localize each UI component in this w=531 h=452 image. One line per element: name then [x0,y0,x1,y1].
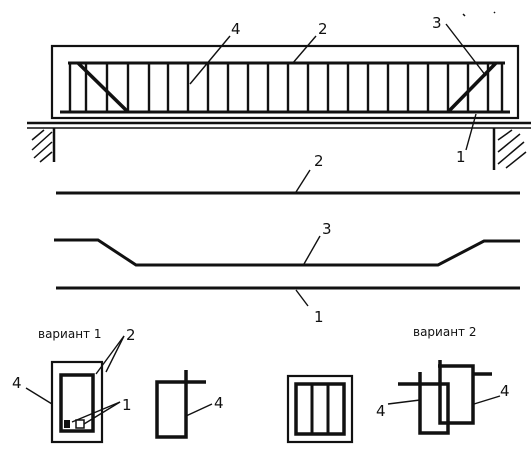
callout-4-v1b: 4 [214,394,224,412]
section-concrete [50,360,104,444]
callout-4-v2b: 4 [500,382,510,400]
callout-2-v1: 2 [126,326,136,344]
stirrup-shape-v2 [398,360,492,435]
bent-bar-right [446,61,498,114]
bar-3-bent [54,238,520,267]
left-support [31,128,56,163]
beam-outline [50,44,520,120]
callout-2-top: 2 [318,20,328,38]
variant-1-caption: вариант 1 [38,327,101,341]
section2-inner [294,382,346,436]
callout-4-v1a: 4 [12,374,22,392]
section-stirrup [59,373,95,433]
top-leaders [189,23,487,151]
variant-2: вариант 2 4 4 [286,325,510,444]
bent-bar-left [76,61,130,114]
callout-4-top: 4 [231,20,241,38]
callout-3-top: 3 [432,14,442,32]
section-bar-2 [75,419,85,429]
stirrups [68,63,504,112]
beam-elevation: 4 2 3 1 [27,11,531,170]
callout-2-mid: 2 [314,152,324,170]
callout-1-mid: 1 [314,308,324,326]
callout-1-top: 1 [456,148,466,166]
section-bar-1 [64,420,70,428]
stirrup-shape-v1 [155,370,206,439]
bar-shapes: 2 3 1 [54,152,520,326]
callout-4-v2a: 4 [376,402,386,420]
callout-1-v1: 1 [122,396,132,414]
right-support [492,128,527,170]
variant-2-caption: вариант 2 [413,325,476,339]
variant-1: вариант 1 2 1 4 4 [12,326,224,444]
section2-concrete [286,374,354,444]
callout-3-mid: 3 [322,220,332,238]
